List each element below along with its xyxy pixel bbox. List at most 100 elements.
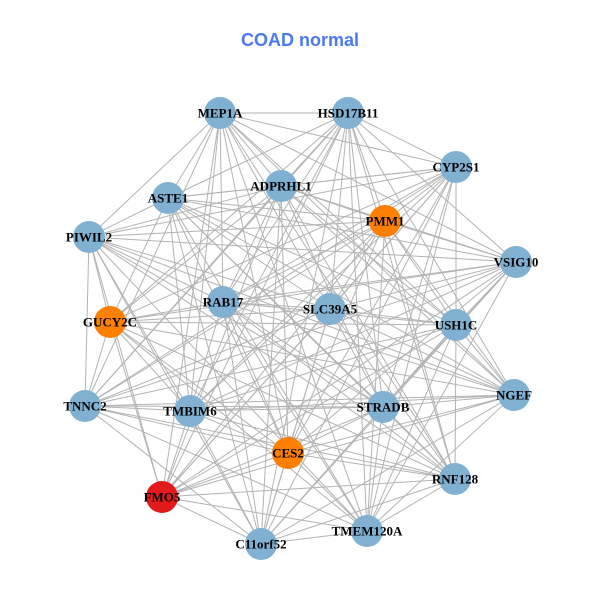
edge xyxy=(189,301,224,412)
edge xyxy=(161,185,282,498)
edge xyxy=(280,185,515,396)
node-circle xyxy=(500,246,532,278)
edge xyxy=(287,452,368,532)
node-fmo5[interactable]: FMO5 xyxy=(144,481,181,513)
edge xyxy=(88,236,517,263)
edge xyxy=(167,197,368,532)
edge xyxy=(329,220,386,310)
node-pmm1[interactable]: PMM1 xyxy=(366,205,405,237)
node-label: RAB17 xyxy=(203,295,244,310)
edge xyxy=(384,220,456,480)
edge xyxy=(167,112,221,199)
node-tmem120a[interactable]: TMEM120A xyxy=(332,515,403,547)
edge xyxy=(219,112,517,263)
edge xyxy=(161,308,331,498)
edge xyxy=(84,405,384,408)
edge xyxy=(167,197,457,326)
edge xyxy=(260,166,457,545)
node-circle xyxy=(314,293,346,325)
node-label: VSIG10 xyxy=(494,255,539,270)
node-aste1[interactable]: ASTE1 xyxy=(148,182,188,214)
node-adprhl1[interactable]: ADPRHL1 xyxy=(250,170,312,202)
node-cyp2s1[interactable]: CYP2S1 xyxy=(433,151,480,183)
node-ush1c[interactable]: USH1C xyxy=(435,309,478,341)
edge xyxy=(189,261,517,412)
node-rab17[interactable]: RAB17 xyxy=(203,286,244,318)
edge xyxy=(347,112,515,396)
edge xyxy=(222,220,386,303)
edge xyxy=(161,496,262,545)
edge xyxy=(109,321,191,412)
edge xyxy=(88,236,191,412)
node-ces2[interactable]: CES2 xyxy=(272,437,304,469)
node-stradb[interactable]: STRADB xyxy=(357,391,410,423)
edge xyxy=(88,236,456,480)
node-circle xyxy=(351,515,383,547)
edge xyxy=(347,112,457,168)
edge xyxy=(329,308,384,408)
node-circle xyxy=(367,391,399,423)
edge xyxy=(222,112,349,303)
edge xyxy=(329,308,515,396)
node-circle xyxy=(439,463,471,495)
edge xyxy=(222,301,515,396)
edge xyxy=(329,308,456,480)
edge xyxy=(222,301,368,532)
node-rnf128[interactable]: RNF128 xyxy=(432,463,479,495)
node-hsd17b11[interactable]: HSD17B11 xyxy=(318,97,379,129)
node-label: PMM1 xyxy=(366,214,405,229)
node-label: TNNC2 xyxy=(63,399,106,414)
edge xyxy=(109,261,517,323)
node-circle xyxy=(245,528,277,560)
edge xyxy=(109,321,289,454)
edge xyxy=(189,394,515,412)
edge xyxy=(384,220,515,396)
edge xyxy=(260,530,368,545)
node-tmbim6[interactable]: TMBIM6 xyxy=(163,395,217,427)
node-circle xyxy=(207,286,239,318)
edge xyxy=(219,112,289,454)
edge xyxy=(454,324,457,480)
node-gucy2c[interactable]: GUCY2C xyxy=(83,306,137,338)
edge xyxy=(161,452,289,498)
edge xyxy=(280,166,457,187)
edge xyxy=(84,405,368,532)
node-label: SLC39A5 xyxy=(303,302,358,317)
edge xyxy=(167,197,515,396)
node-label: RNF128 xyxy=(432,472,479,487)
edge xyxy=(329,261,517,310)
node-vsig10[interactable]: VSIG10 xyxy=(494,246,539,278)
edge xyxy=(222,301,289,454)
edge xyxy=(329,112,349,310)
node-piwil2[interactable]: PIWIL2 xyxy=(66,221,112,253)
edge xyxy=(189,410,289,454)
node-slc39a5[interactable]: SLC39A5 xyxy=(303,293,358,325)
node-ngef[interactable]: NGEF xyxy=(496,379,532,411)
edge xyxy=(347,112,456,480)
edge xyxy=(88,112,221,238)
node-label: HSD17B11 xyxy=(318,106,379,121)
edge xyxy=(260,478,456,545)
node-label: GUCY2C xyxy=(83,315,137,330)
edge xyxy=(88,236,331,310)
edge xyxy=(366,406,384,532)
node-tnnc2[interactable]: TNNC2 xyxy=(63,390,107,422)
edge xyxy=(167,197,331,310)
edge xyxy=(109,112,349,323)
edge xyxy=(287,261,517,454)
edge xyxy=(84,236,90,407)
edge xyxy=(167,197,191,412)
node-mep1a[interactable]: MEP1A xyxy=(198,97,243,129)
edge xyxy=(189,166,457,412)
edge xyxy=(222,261,517,303)
node-c11orf52[interactable]: C11orf52 xyxy=(235,528,287,560)
edge xyxy=(161,261,517,498)
node-circle xyxy=(174,395,206,427)
edge xyxy=(189,324,457,412)
edge xyxy=(366,324,457,532)
edge xyxy=(384,220,457,326)
edge xyxy=(189,410,262,545)
node-label: FMO5 xyxy=(144,490,181,505)
edge xyxy=(347,112,517,263)
